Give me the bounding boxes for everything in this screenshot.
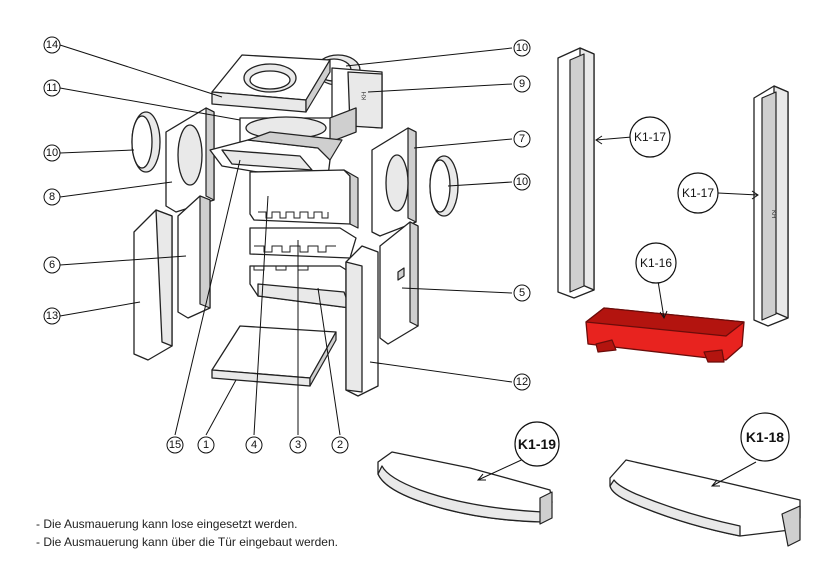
svg-text:9: 9 [519,78,525,90]
label-k1-18: K1-18 [740,412,790,462]
label-k1-19: K1-19 [514,421,560,467]
callout-10-left: 10 [43,144,61,162]
svg-text:KH: KH [770,210,776,218]
svg-text:K1-16: K1-16 [640,256,672,270]
callout-14: 14 [43,36,61,54]
svg-text:4: 4 [251,439,257,451]
svg-text:5: 5 [519,287,525,299]
spare-brick-k1-18 [609,459,801,547]
round-lid-left [131,111,161,173]
round-lid-right [429,155,459,217]
label-k1-17-b: K1-17 [677,172,719,214]
callout-8: 8 [43,188,61,206]
callout-2: 2 [331,436,349,454]
svg-text:2: 2 [337,439,343,451]
callout-7: 7 [513,130,531,148]
note-door-install: - Die Ausmauerung kann über die Tür eing… [36,535,338,549]
spare-post-k1-17-b: KH [753,85,789,327]
leader-lines [59,44,759,487]
left-outer-panel [133,209,173,361]
middle-grate-brick [249,227,357,259]
top-baffle-plate [211,54,331,113]
svg-text:10: 10 [46,147,58,159]
svg-text:1: 1 [203,439,209,451]
svg-text:10: 10 [516,176,528,188]
left-upper-side-brick [165,107,215,213]
callout-9: 9 [513,75,531,93]
svg-text:K1-18: K1-18 [746,429,784,445]
callout-12: 12 [513,373,531,391]
note-loose-insert: - Die Ausmauerung kann lose eingesetzt w… [36,517,298,531]
svg-text:12: 12 [516,376,528,388]
svg-text:K1-19: K1-19 [518,436,556,452]
svg-text:10: 10 [516,42,528,54]
callout-10-right: 10 [513,173,531,191]
right-outer-panel [345,245,379,397]
right-upper-side-brick [371,127,417,237]
spare-brick-k1-19 [377,451,553,525]
callout-4: 4 [245,436,263,454]
callout-15: 15 [166,436,184,454]
callout-3: 3 [289,436,307,454]
svg-text:13: 13 [46,310,58,322]
label-k1-16: K1-16 [635,242,677,284]
spare-post-k1-17-a [557,47,595,299]
svg-text:8: 8 [49,191,55,203]
right-side-panel [379,221,419,345]
svg-text:7: 7 [519,133,525,145]
rear-back-brick [249,169,359,229]
left-side-panel [177,195,211,319]
svg-text:6: 6 [49,259,55,271]
installation-notes: - Die Ausmauerung kann lose eingesetzt w… [36,515,338,551]
callout-1: 1 [197,436,215,454]
svg-text:K1-17: K1-17 [682,186,714,200]
svg-text:14: 14 [46,39,58,51]
label-k1-17-a: K1-17 [629,116,671,158]
callout-10-top: 10 [513,39,531,57]
svg-text:K1-17: K1-17 [634,130,666,144]
floor-plate [211,325,337,387]
svg-text:11: 11 [46,82,57,94]
callout-6: 6 [43,256,61,274]
callout-13: 13 [43,307,61,325]
callout-5: 5 [513,284,531,302]
spare-brick-k1-16 [585,307,745,363]
lower-rear-brick [249,265,357,309]
svg-text:KH: KH [362,92,368,100]
svg-text:3: 3 [295,439,301,451]
svg-text:15: 15 [169,439,181,451]
callout-11: 11 [43,79,61,97]
